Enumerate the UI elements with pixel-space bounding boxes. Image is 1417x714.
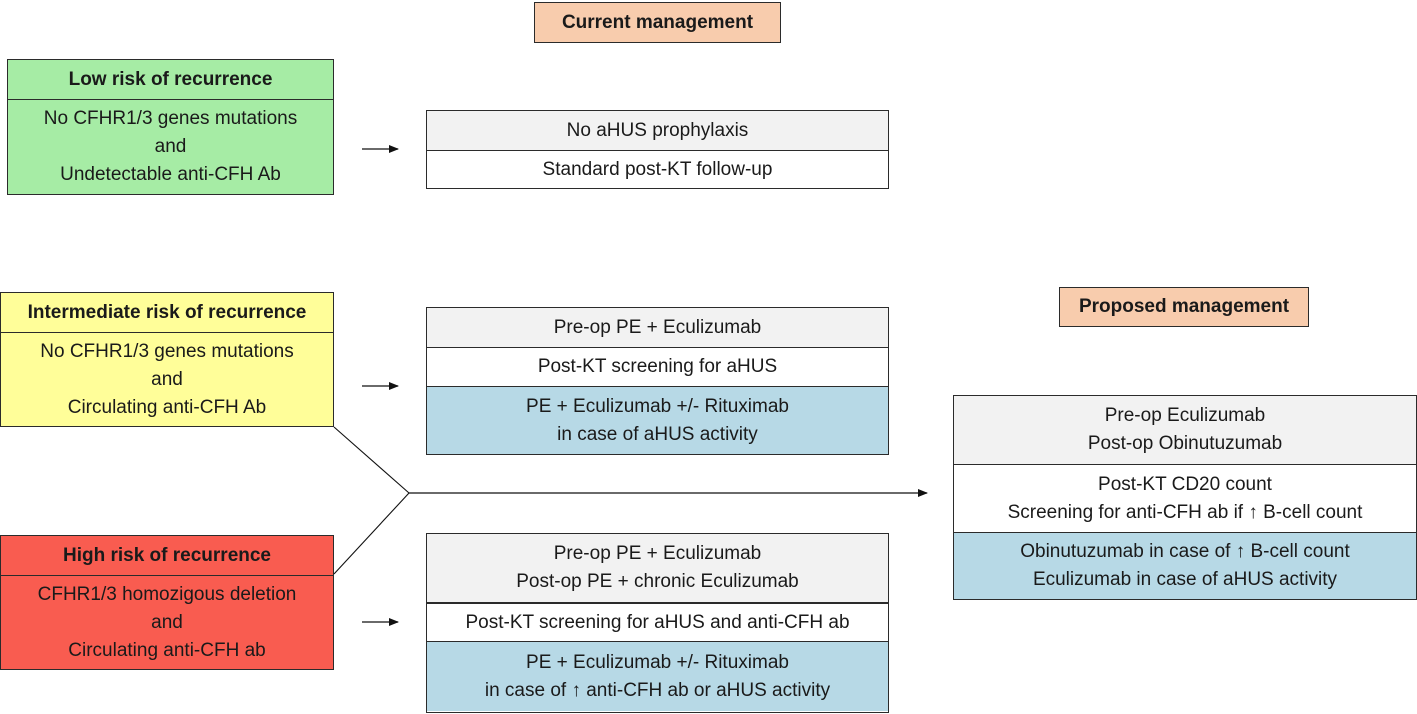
intermediate-risk-management-box: Pre-op PE + Eculizumab Post-KT screening… bbox=[426, 307, 889, 455]
proposed-preop-postop-row: Pre-op Eculizumab Post-op Obinutuzumab bbox=[954, 396, 1416, 464]
low-risk-criteria: No CFHR1/3 genes mutations and Undetecta… bbox=[8, 99, 333, 194]
current-management-label: Current management bbox=[534, 2, 781, 43]
proposed-management-label: Proposed management bbox=[1059, 287, 1309, 327]
merge-line-high bbox=[333, 492, 410, 575]
high-rescue-therapy-row: PE + Eculizumab +/- Rituximab in case of… bbox=[427, 641, 888, 711]
standard-followup-row: Standard post-KT follow-up bbox=[427, 150, 888, 188]
high-risk-management-box: Pre-op PE + Eculizumab Post-op PE + chro… bbox=[426, 533, 889, 713]
intermediate-risk-box: Intermediate risk of recurrence No CFHR1… bbox=[0, 292, 334, 427]
high-risk-box: High risk of recurrence CFHR1/3 homozigo… bbox=[0, 535, 334, 670]
intermediate-risk-header: Intermediate risk of recurrence bbox=[1, 293, 333, 332]
preop-postop-pe-eculizumab-row: Pre-op PE + Eculizumab Post-op PE + chro… bbox=[427, 534, 888, 602]
high-risk-criteria: CFHR1/3 homozigous deletion and Circulat… bbox=[1, 575, 333, 669]
merge-line-intermediate bbox=[333, 426, 410, 494]
proposed-management-box: Pre-op Eculizumab Post-op Obinutuzumab P… bbox=[953, 395, 1417, 600]
rescue-therapy-row: PE + Eculizumab +/- Rituximab in case of… bbox=[427, 386, 888, 454]
intermediate-risk-criteria: No CFHR1/3 genes mutations and Circulati… bbox=[1, 332, 333, 426]
no-prophylaxis-row: No aHUS prophylaxis bbox=[427, 111, 888, 150]
high-risk-header: High risk of recurrence bbox=[1, 536, 333, 575]
postkt-screening-row: Post-KT screening for aHUS bbox=[427, 347, 888, 386]
proposed-cd20-screening-row: Post-KT CD20 count Screening for anti-CF… bbox=[954, 464, 1416, 532]
low-risk-header: Low risk of recurrence bbox=[8, 60, 333, 99]
proposed-rescue-row: Obinutuzumab in case of ↑ B-cell count E… bbox=[954, 532, 1416, 599]
preop-pe-eculizumab-row: Pre-op PE + Eculizumab bbox=[427, 308, 888, 347]
low-risk-management-box: No aHUS prophylaxis Standard post-KT fol… bbox=[426, 110, 889, 189]
low-risk-box: Low risk of recurrence No CFHR1/3 genes … bbox=[7, 59, 334, 195]
postkt-screening-aHUS-antiCFH-row: Post-KT screening for aHUS and anti-CFH … bbox=[427, 602, 888, 641]
